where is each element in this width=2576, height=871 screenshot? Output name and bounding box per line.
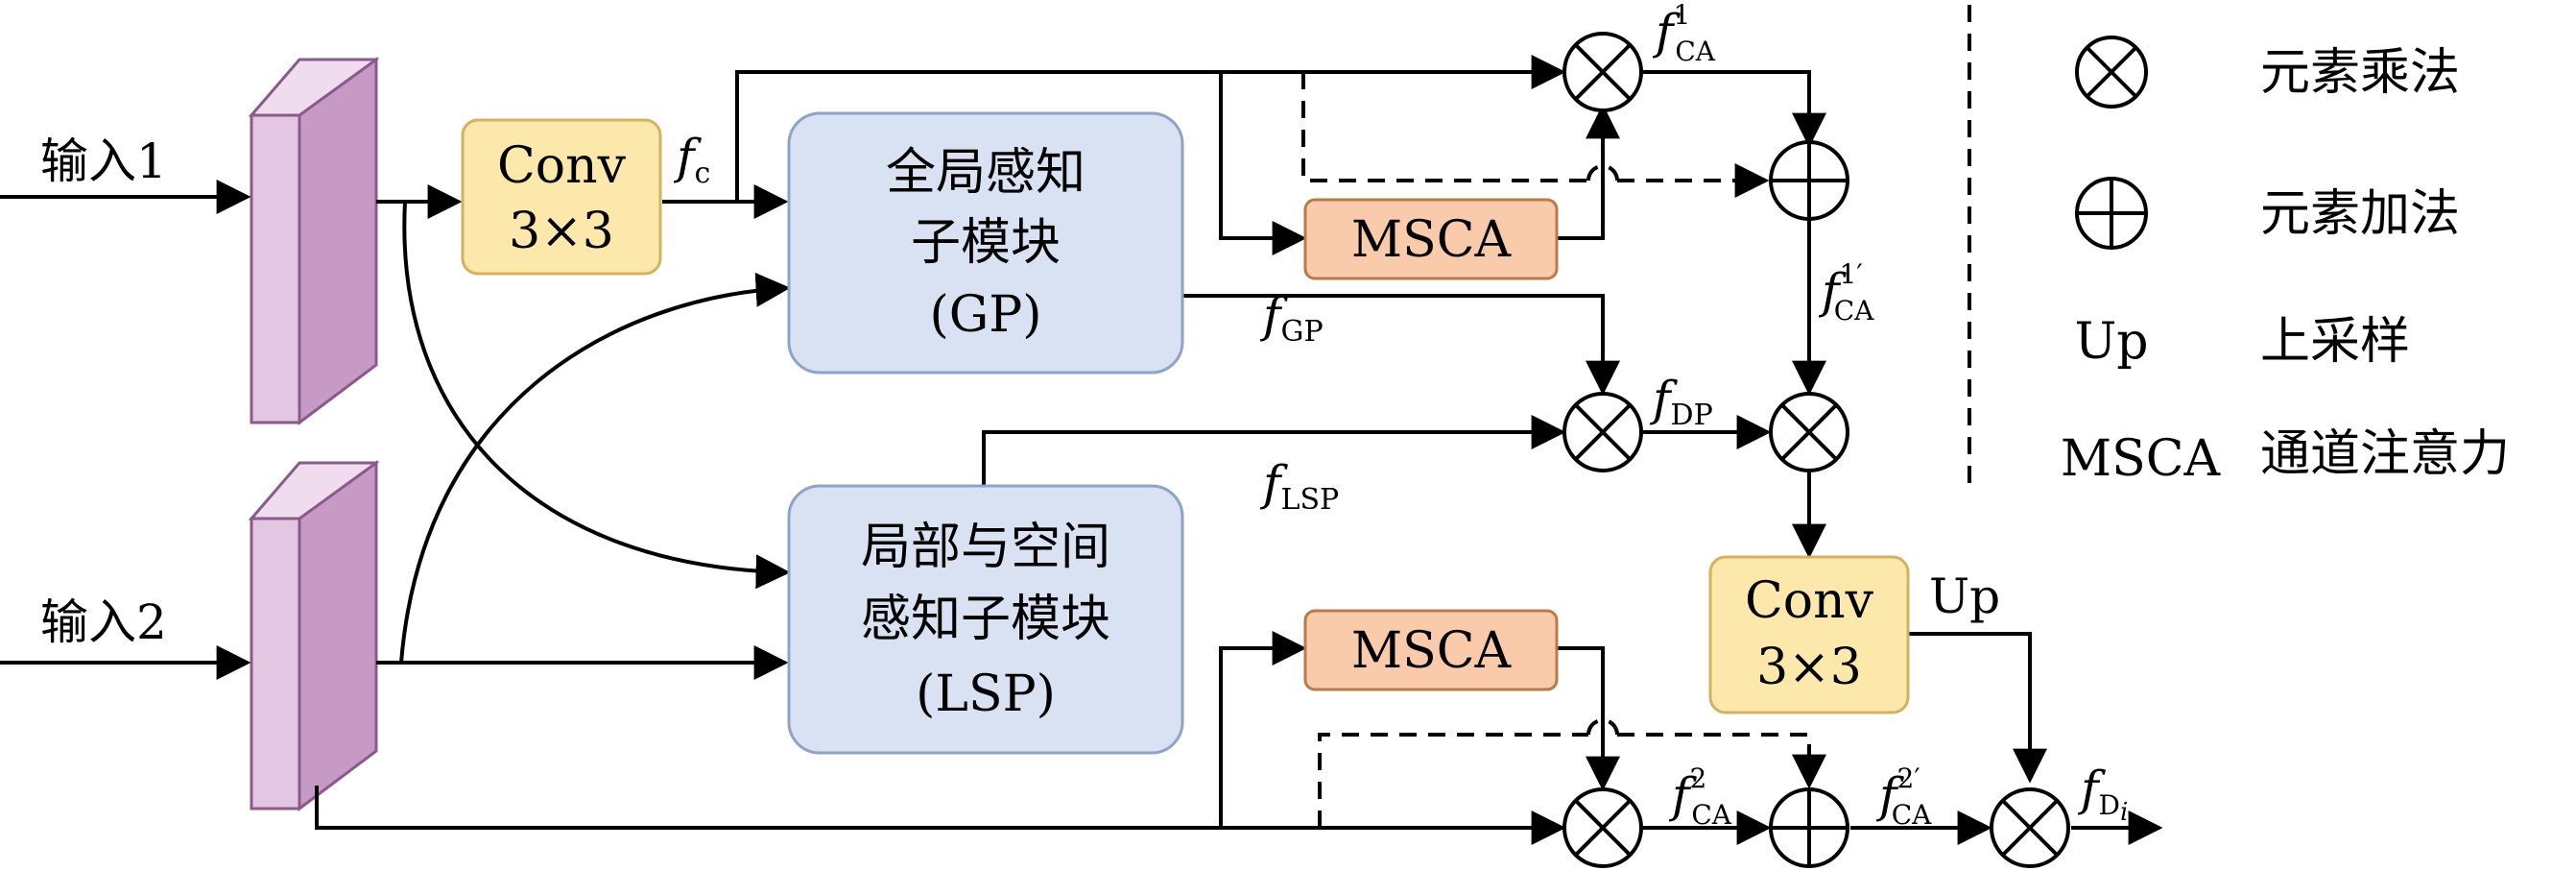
- multiply-op-4: [1562, 787, 1643, 868]
- add-op-1: [1769, 140, 1849, 221]
- svg-text:子模块: 子模块: [911, 214, 1061, 272]
- multiply-op-5: [1990, 787, 2070, 868]
- legend-msca-text: 通道注意力: [2260, 425, 2510, 483]
- svg-text:Conv: Conv: [497, 137, 627, 195]
- input2-label: 输入2: [40, 594, 167, 650]
- connections: [315, 55, 2163, 845]
- legend-add-text: 元素加法: [2260, 185, 2460, 243]
- multiply-op-1: [1562, 32, 1643, 112]
- legend: 元素乘法 元素加法 Up 上采样 MSCA 通道注意力: [2061, 36, 2510, 488]
- legend-multiply-icon: [2075, 36, 2148, 109]
- multiply-op-2: [1562, 392, 1643, 472]
- msca-top-block: MSCA: [1303, 198, 1559, 280]
- input1-label: 输入1: [40, 133, 167, 189]
- svg-text:MSCA: MSCA: [1351, 622, 1513, 680]
- residual-dashed-lines: [1301, 72, 1826, 828]
- svg-text:3×3: 3×3: [1756, 639, 1862, 696]
- svg-text:感知子模块: 感知子模块: [861, 591, 1110, 648]
- input1-feature-map: [248, 57, 380, 425]
- svg-text:(LSP): (LSP): [916, 665, 1056, 723]
- svg-text:(GP): (GP): [929, 286, 1041, 344]
- legend-multiply-text: 元素乘法: [2260, 44, 2460, 102]
- fdi-label: fDi: [2077, 761, 2128, 827]
- gp-module-block: 全局感知 子模块 (GP): [787, 111, 1184, 375]
- operators: [1562, 32, 2070, 868]
- fdp-label: fDP: [1649, 371, 1713, 432]
- svg-text:Conv: Conv: [1745, 572, 1874, 630]
- fc-label: fc: [673, 129, 710, 190]
- add-op-2: [1769, 787, 1849, 868]
- svg-text:局部与空间: 局部与空间: [861, 519, 1110, 576]
- lsp-module-block: 局部与空间 感知子模块 (LSP): [787, 484, 1184, 755]
- conv-top-block: Conv 3×3: [461, 118, 662, 276]
- msca-bottom-block: MSCA: [1303, 609, 1559, 691]
- fca2p-label: f2′CA: [1875, 762, 1932, 831]
- conv-right-block: Conv 3×3: [1708, 555, 1910, 714]
- multiply-op-3: [1769, 392, 1849, 472]
- legend-up-text: 上采样: [2260, 313, 2410, 371]
- svg-text:全局感知: 全局感知: [886, 144, 1085, 202]
- legend-add-icon: [2075, 177, 2148, 250]
- svg-text:3×3: 3×3: [509, 203, 614, 260]
- flsp-label: fLSP: [1259, 455, 1339, 517]
- legend-msca-symbol: MSCA: [2061, 430, 2222, 488]
- up-label: Up: [1929, 569, 2000, 624]
- input2-feature-map: [248, 460, 380, 811]
- svg-text:MSCA: MSCA: [1351, 211, 1513, 269]
- legend-up-symbol: Up: [2074, 313, 2148, 371]
- fca1p-label: f1′CA: [1818, 258, 1874, 327]
